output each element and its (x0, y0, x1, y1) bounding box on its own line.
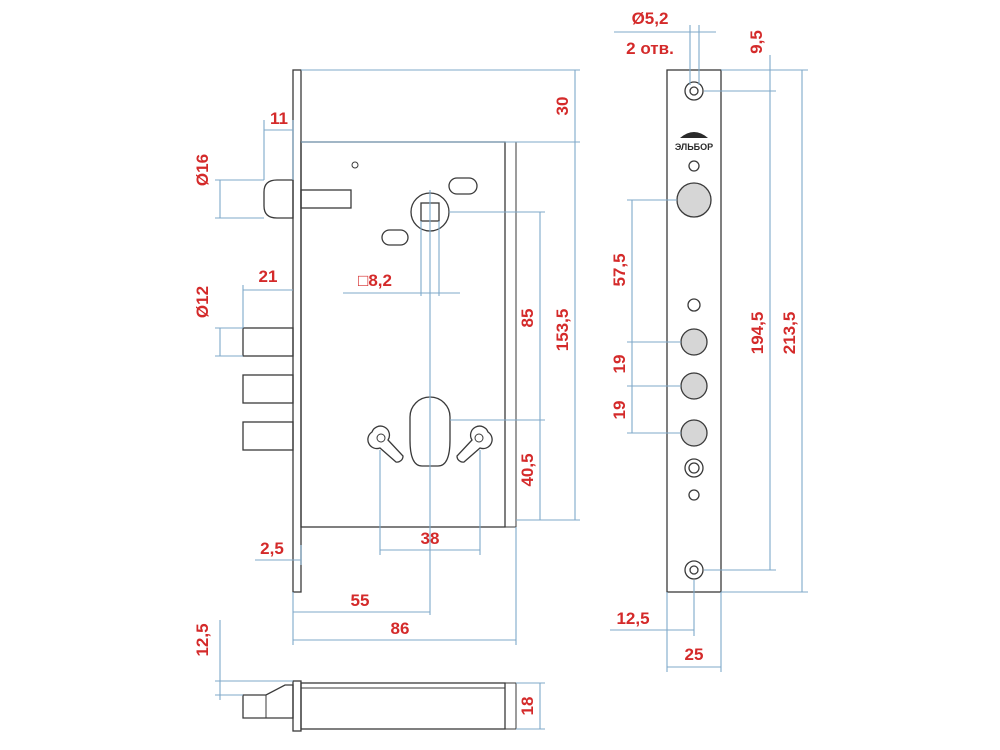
label-55: 55 (351, 591, 370, 610)
deadbolt-3 (242, 421, 294, 451)
label-11: 11 (270, 109, 288, 128)
oval-slot-1 (448, 177, 478, 195)
small-hole-2 (687, 298, 701, 312)
keyhole-right-dot (474, 433, 484, 443)
latch-opening (676, 182, 712, 218)
deadbolt-2 (242, 374, 294, 404)
latch-bolt (263, 179, 294, 219)
lock-bottom-view (215, 620, 545, 732)
bottom-case (300, 682, 506, 730)
deadbolt-1 (242, 327, 294, 357)
deadbolt-opening-2 (680, 372, 708, 400)
label-19-b: 19 (610, 401, 629, 420)
keyhole-left-dot (376, 433, 386, 443)
ring-hole (684, 458, 704, 478)
label-85: 85 (518, 309, 537, 328)
bottom-faceplate (292, 680, 302, 732)
small-rivet-hole (351, 161, 359, 169)
label-d12: Ø12 (193, 286, 212, 318)
label-12-5-bottom: 12,5 (193, 623, 212, 656)
latch-slide (300, 189, 352, 209)
faceplate-strip (292, 69, 302, 593)
label-9-5: 9,5 (747, 30, 766, 54)
label-25: 25 (685, 645, 704, 664)
label-19-a: 19 (610, 355, 629, 374)
keyhole-left (367, 425, 404, 463)
label-21: 21 (259, 267, 278, 286)
bottom-latch-bolt (242, 684, 294, 719)
label-57-5: 57,5 (610, 253, 629, 286)
front-view-dimensions (215, 69, 580, 645)
label-d5-2: Ø5,2 (632, 9, 669, 28)
label-30: 30 (553, 97, 572, 116)
label-sq82: □8,2 (358, 271, 392, 290)
faceplate-dimensions (610, 25, 808, 672)
deadbolt-opening-3 (680, 419, 708, 447)
label-2-5: 2,5 (260, 539, 284, 558)
label-153-5: 153,5 (553, 309, 572, 352)
label-86: 86 (391, 619, 410, 638)
label-2-holes: 2 отв. (626, 39, 674, 58)
faceplate-view: ЭЛЬБОР (666, 69, 722, 593)
label-12-5: 12,5 (616, 609, 649, 628)
brand-logo-text: ЭЛЬБОР (675, 142, 713, 152)
small-hole-3 (688, 489, 700, 501)
label-d16: Ø16 (193, 154, 212, 186)
brand-logo: ЭЛЬБОР (675, 132, 713, 152)
label-38: 38 (421, 529, 440, 548)
label-40-5: 40,5 (518, 453, 537, 486)
label-213-5: 213,5 (780, 312, 799, 355)
screw-hole-top (684, 81, 704, 101)
keyhole-right (456, 425, 493, 463)
small-hole-1 (688, 160, 700, 172)
deadbolt-opening-1 (680, 328, 708, 356)
lock-case (300, 141, 506, 528)
oval-slot-2 (381, 229, 409, 246)
label-18: 18 (518, 697, 537, 716)
screw-hole-bottom (684, 560, 704, 580)
label-194-5: 194,5 (748, 312, 767, 355)
